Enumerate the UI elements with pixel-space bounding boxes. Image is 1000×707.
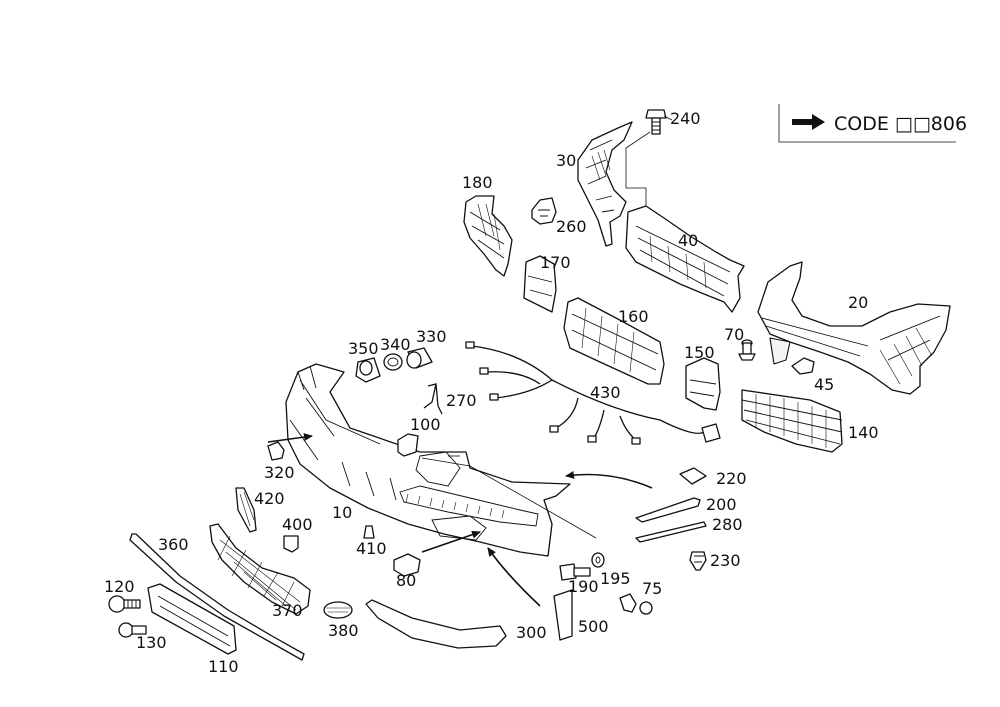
part-300-trim-strip — [365, 599, 507, 649]
part-230-expansion-nut — [689, 551, 707, 571]
part-45-clip — [791, 357, 815, 375]
callout-230: 230 — [710, 551, 741, 570]
part-180-support — [463, 195, 513, 277]
right-arrow-icon — [792, 114, 825, 130]
part-170-absorber — [523, 255, 557, 313]
part-430-wiring-harness — [465, 341, 721, 445]
code-legend: CODE □□806 — [778, 104, 967, 143]
part-350-sensor-ring — [355, 357, 381, 383]
callout-45: 45 — [814, 375, 834, 394]
part-100-cap — [397, 433, 419, 457]
callout-195: 195 — [600, 569, 631, 588]
part-280-strip — [635, 521, 707, 543]
part-190-bolt — [559, 563, 591, 581]
part-40-cross-member — [625, 131, 745, 313]
part-80-retainer — [393, 553, 421, 577]
callout-430: 430 — [590, 383, 621, 402]
part-140-center-grille — [741, 389, 843, 453]
part-410-nut — [363, 525, 375, 539]
code-label: CODE □□806 — [834, 113, 967, 135]
part-220-clip — [679, 467, 707, 485]
callout-80: 80 — [396, 571, 416, 590]
leader-lines — [421, 115, 673, 539]
part-120-screw — [108, 595, 141, 613]
callout-10: 10 — [332, 503, 352, 522]
callout-410: 410 — [356, 539, 387, 558]
part-20-side-bracket — [757, 261, 951, 395]
callout-170: 170 — [540, 253, 571, 272]
part-380-cover — [323, 601, 353, 619]
callout-40: 40 — [678, 231, 698, 250]
callout-140: 140 — [848, 423, 879, 442]
part-370-lower-grille — [209, 523, 311, 615]
part-270-wire-clip — [423, 383, 443, 415]
part-400-clip — [283, 535, 299, 553]
callout-30: 30 — [556, 151, 576, 170]
callout-420: 420 — [254, 489, 285, 508]
part-340-sensor-clip — [383, 353, 403, 371]
callout-280: 280 — [712, 515, 743, 534]
part-360-bottom-strip — [129, 533, 305, 661]
callout-160: 160 — [618, 307, 649, 326]
part-195-washer — [591, 552, 605, 568]
callout-220: 220 — [716, 469, 747, 488]
callout-360: 360 — [158, 535, 189, 554]
callout-200: 200 — [706, 495, 737, 514]
callout-190: 190 — [568, 577, 599, 596]
callout-180: 180 — [462, 173, 493, 192]
callout-70: 70 — [724, 325, 744, 344]
callout-320: 320 — [264, 463, 295, 482]
part-10-bumper-cover — [285, 363, 571, 557]
callout-330: 330 — [416, 327, 447, 346]
callout-380: 380 — [328, 621, 359, 640]
part-160-foam-absorber — [563, 297, 665, 385]
part-75-rivet — [619, 593, 653, 615]
callout-labels: 10 20 30 40 45 70 75 80 100 110 120 130 … — [104, 109, 879, 676]
part-200-rail — [635, 497, 701, 523]
callout-500: 500 — [578, 617, 609, 636]
callout-270: 270 — [446, 391, 477, 410]
callout-340: 340 — [380, 335, 411, 354]
part-260-clip — [531, 197, 557, 225]
callout-110: 110 — [208, 657, 239, 676]
callout-300: 300 — [516, 623, 547, 642]
part-30-bracket — [577, 121, 633, 247]
part-240-bolt — [645, 109, 667, 135]
callout-20: 20 — [848, 293, 868, 312]
callout-370: 370 — [272, 601, 303, 620]
callout-130: 130 — [136, 633, 167, 652]
callout-100: 100 — [410, 415, 441, 434]
part-320-cap — [267, 441, 285, 461]
part-500-label — [553, 589, 573, 641]
callout-240: 240 — [670, 109, 701, 128]
callout-75: 75 — [642, 579, 662, 598]
callout-120: 120 — [104, 577, 135, 596]
callout-150: 150 — [684, 343, 715, 362]
callout-400: 400 — [282, 515, 313, 534]
part-130-screw — [118, 622, 147, 638]
part-150-bracket — [685, 357, 721, 411]
part-110-license-plate-holder — [147, 583, 237, 655]
part-330-parking-sensor — [406, 347, 433, 369]
callout-260: 260 — [556, 217, 587, 236]
part-420-reflector — [235, 487, 257, 533]
callout-350: 350 — [348, 339, 379, 358]
part-70-pin — [738, 339, 756, 361]
